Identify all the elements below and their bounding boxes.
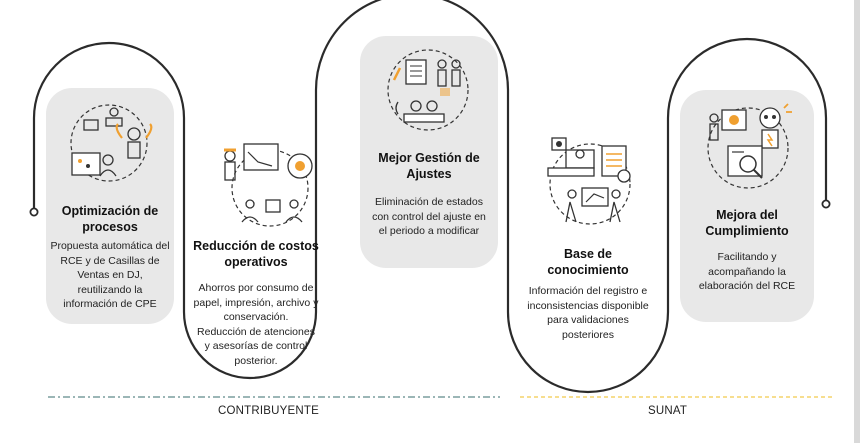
knowledge-base-icon [547,137,631,225]
stage-card-3 [360,36,498,268]
group-label-sunat: SUNAT [648,405,688,417]
stage-card-1 [46,88,174,324]
stage-card-5 [680,90,814,322]
timeline-end-dot [821,199,831,209]
right-edge-bar [854,0,860,443]
document-adjust-icon [387,49,469,131]
team-gear-icon [70,104,153,182]
cost-reduction-icon [224,143,313,227]
timeline-start-dot [29,207,39,217]
compliance-robot-icon [707,103,792,189]
group-label-contribuyente: CONTRIBUYENTE [218,405,319,417]
